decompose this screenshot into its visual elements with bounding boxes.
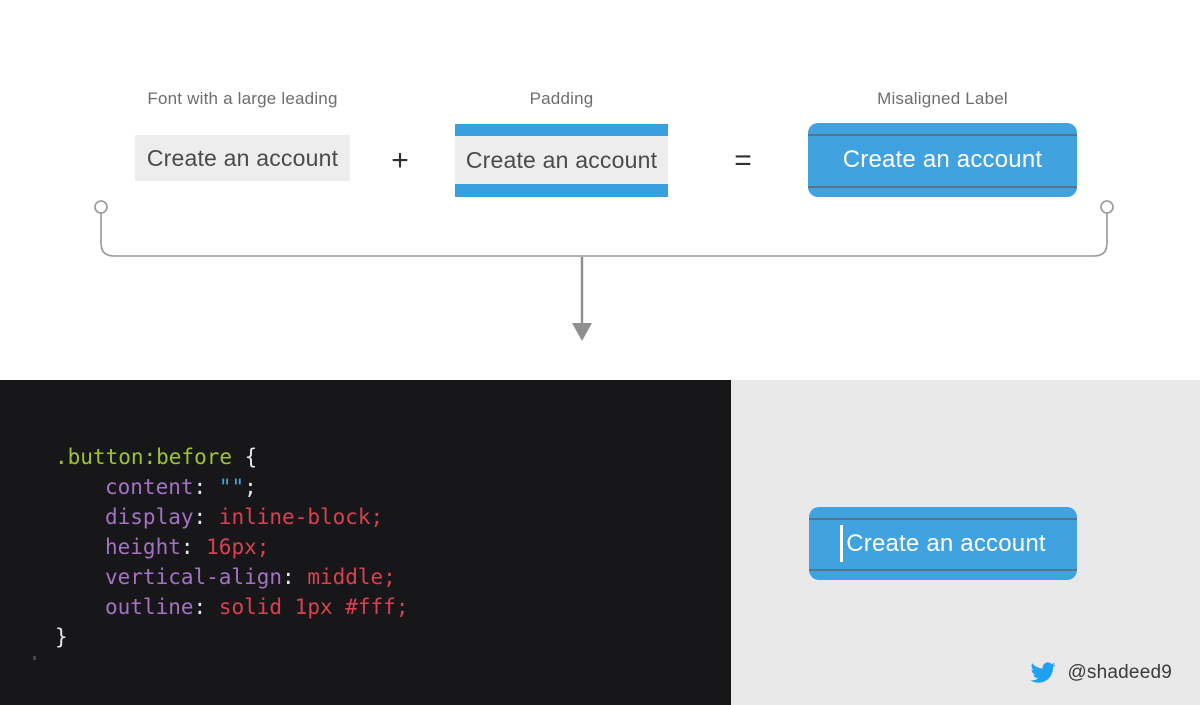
equals-operator: = <box>734 144 752 177</box>
css-property: display <box>105 505 194 529</box>
twitter-bird-icon <box>1030 662 1056 683</box>
stray-mark <box>33 656 36 660</box>
author-credit: @shadeed9 <box>1028 660 1172 685</box>
label-bottom-guide-line <box>809 569 1077 571</box>
code-line-content: content: ""; <box>105 472 731 502</box>
label-bottom-guide-line <box>808 186 1077 188</box>
diagram-section: Font with a large leading Padding Misali… <box>94 89 1114 341</box>
colon: : <box>180 535 207 559</box>
label-top-guide-line <box>809 518 1077 520</box>
create-account-button[interactable]: Create an account <box>808 123 1077 197</box>
button-label: Create an account <box>842 146 1043 173</box>
leading-text-sample: Create an account <box>135 135 350 181</box>
colon: : <box>193 505 219 529</box>
plus-operator: + <box>391 144 409 177</box>
code-line-vertical-align: vertical-align: middle; <box>105 562 731 592</box>
css-code-block: .button:before { content: ""; display: i… <box>0 380 731 705</box>
css-value: 16px; <box>206 535 270 559</box>
css-value: middle; <box>307 565 396 589</box>
css-value: inline-block; <box>218 505 384 529</box>
bottom-section: .button:before { content: ""; display: i… <box>0 380 1200 705</box>
code-line-height: height: 16px; <box>105 532 731 562</box>
colon: : <box>193 595 219 619</box>
padding-label: Padding <box>529 89 594 108</box>
css-property: vertical-align <box>105 565 283 589</box>
css-value: solid 1px #fff; <box>218 595 409 619</box>
semicolon: ; <box>244 475 257 499</box>
twitter-handle[interactable]: @shadeed9 <box>1067 661 1172 683</box>
css-selector: .button:before <box>55 445 233 469</box>
css-property: content <box>105 475 194 499</box>
padding-top-bar <box>455 124 668 136</box>
padding-bottom-bar <box>455 184 668 197</box>
create-account-preview-button[interactable]: Create an account <box>809 507 1077 580</box>
close-brace: } <box>55 625 68 649</box>
css-property: outline <box>105 595 194 619</box>
misaligned-label: Misaligned Label <box>877 89 1008 108</box>
button-label: Create an account <box>846 529 1046 557</box>
code-line-display: display: inline-block; <box>105 502 731 532</box>
open-brace: { <box>232 445 258 469</box>
css-property: height <box>105 535 181 559</box>
code-line-selector: .button:before { <box>55 442 731 472</box>
label-top-guide-line <box>808 134 1077 136</box>
colon: : <box>193 475 219 499</box>
code-line-outline: outline: solid 1px #fff; <box>105 592 731 622</box>
before-pseudo-element-outline <box>840 525 844 562</box>
preview-panel: Create an account @shadeed9 <box>731 380 1200 705</box>
leading-label: Font with a large leading <box>147 89 338 108</box>
padding-text-sample: Create an account <box>455 136 668 184</box>
colon: : <box>282 565 308 589</box>
css-string-value: "" <box>218 475 245 499</box>
code-line-close: } <box>55 622 731 652</box>
padding-demo: Create an account <box>455 124 668 197</box>
